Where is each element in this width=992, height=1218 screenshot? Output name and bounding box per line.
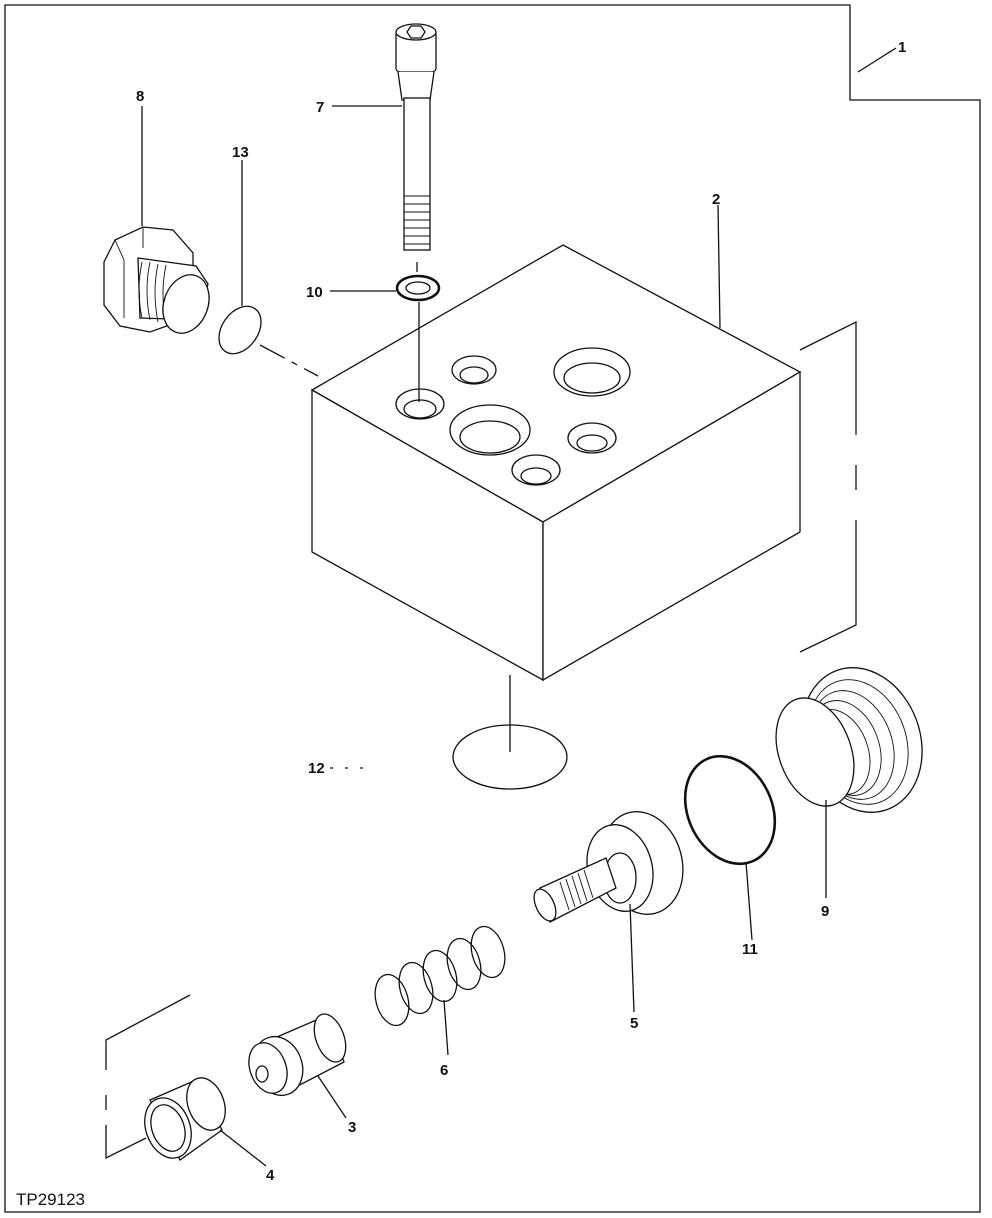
plug-axis	[259, 344, 319, 377]
callout-4: 4	[266, 1167, 275, 1184]
o-ring-12	[452, 724, 568, 790]
port-holes	[395, 347, 631, 486]
callout-8: 8	[136, 88, 144, 105]
o-ring-13	[218, 305, 262, 355]
callout-6: 6	[440, 1062, 448, 1079]
spring	[374, 925, 506, 1027]
callout-7: 7	[316, 99, 324, 116]
plug-large	[775, 667, 923, 813]
figure-code: TP29123	[16, 1190, 85, 1209]
sleeve	[144, 1077, 226, 1161]
callout-2: 2	[712, 191, 720, 208]
callout-12: 12	[308, 760, 325, 777]
poppet	[248, 1013, 347, 1097]
callout-1: 1	[898, 39, 906, 56]
valve-body	[310, 244, 802, 682]
callout-9: 9	[821, 903, 829, 920]
callout-11: 11	[742, 941, 758, 958]
piston	[533, 811, 684, 923]
callout-3: 3	[348, 1119, 356, 1136]
washer	[395, 274, 441, 302]
alignment-bracket-left	[105, 994, 191, 1070]
o-ring-11	[683, 754, 777, 866]
callout-5: 5	[630, 1015, 638, 1032]
leader-lines	[141, 47, 897, 1167]
plug-hex	[103, 226, 210, 334]
callout-13: 13	[232, 144, 249, 161]
alignment-bracket-right	[799, 320, 857, 435]
assembly-frame	[4, 4, 981, 1213]
callout-10: 10	[306, 284, 323, 301]
cap-screw	[395, 23, 437, 251]
